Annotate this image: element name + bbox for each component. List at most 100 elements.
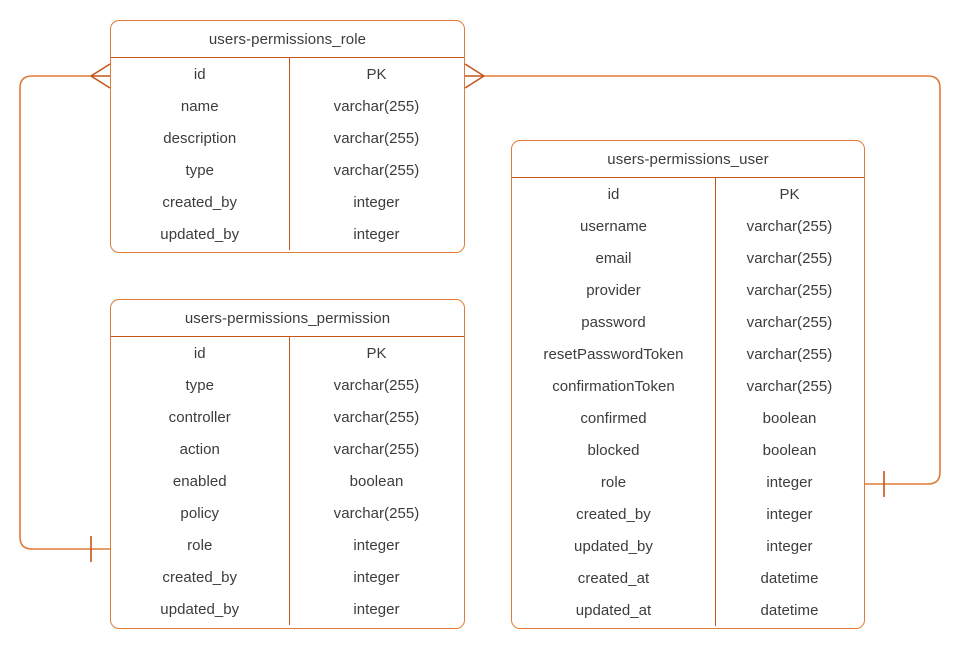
table-row: role integer [512, 466, 864, 498]
field-name: id [607, 185, 620, 203]
field-type: varchar(255) [746, 217, 833, 235]
field-type: integer [766, 537, 813, 555]
table-row: type varchar(255) [111, 154, 464, 186]
field-type: boolean [762, 409, 817, 427]
field-type: varchar(255) [333, 97, 420, 115]
field-type: PK [366, 344, 387, 362]
field-name: provider [586, 281, 641, 299]
relationship-user-to-role[interactable] [464, 63, 941, 497]
table-row: provider varchar(255) [512, 274, 864, 306]
entity-body-user: id PK username varchar(255) email varcha… [512, 178, 864, 626]
field-name: created_by [576, 505, 651, 523]
field-name: action [179, 440, 220, 458]
table-row: name varchar(255) [111, 90, 464, 122]
field-name: email [595, 249, 632, 267]
table-row: id PK [111, 337, 464, 369]
field-type: varchar(255) [333, 376, 420, 394]
table-row: updated_by integer [512, 530, 864, 562]
field-type: varchar(255) [333, 440, 420, 458]
field-name: role [187, 536, 213, 554]
table-row: updated_by integer [111, 593, 464, 625]
entity-title-role: users-permissions_role [111, 21, 464, 58]
field-type: datetime [760, 601, 819, 619]
entity-table-role[interactable]: users-permissions_role id PK name varcha… [110, 20, 465, 253]
field-type: integer [353, 600, 400, 618]
field-name: id [193, 65, 206, 83]
table-row: id PK [512, 178, 864, 210]
connector-line-permission-role [19, 75, 110, 550]
field-type: integer [766, 473, 813, 491]
table-row: description varchar(255) [111, 122, 464, 154]
table-row: password varchar(255) [512, 306, 864, 338]
table-row: updated_at datetime [512, 594, 864, 626]
field-type: boolean [762, 441, 817, 459]
table-row: policy varchar(255) [111, 497, 464, 529]
field-type: varchar(255) [333, 504, 420, 522]
table-row: created_at datetime [512, 562, 864, 594]
table-row: created_by integer [111, 561, 464, 593]
table-row: email varchar(255) [512, 242, 864, 274]
entity-table-user[interactable]: users-permissions_user id PK username va… [511, 140, 865, 629]
field-type: varchar(255) [746, 345, 833, 363]
table-row: created_by integer [512, 498, 864, 530]
entity-title-permission: users-permissions_permission [111, 300, 464, 337]
field-type: integer [766, 505, 813, 523]
field-type: integer [353, 225, 400, 243]
field-name: name [180, 97, 219, 115]
connector-line-user-role [484, 75, 941, 485]
table-row: created_by integer [111, 186, 464, 218]
table-row: username varchar(255) [512, 210, 864, 242]
field-type: integer [353, 536, 400, 554]
table-row: confirmationToken varchar(255) [512, 370, 864, 402]
field-type: varchar(255) [746, 249, 833, 267]
field-type: varchar(255) [333, 161, 420, 179]
field-name: blocked [587, 441, 640, 459]
field-name: created_by [162, 568, 238, 586]
field-type: boolean [349, 472, 404, 490]
field-name: confirmed [580, 409, 647, 427]
entity-table-permission[interactable]: users-permissions_permission id PK type … [110, 299, 465, 629]
crowsfoot-many-role-right [464, 63, 485, 89]
field-name: updated_at [575, 601, 652, 619]
entity-body-permission: id PK type varchar(255) controller varch… [111, 337, 464, 625]
field-name: description [163, 129, 237, 147]
field-type: varchar(255) [746, 281, 833, 299]
crowsfoot-many-role-left [90, 63, 111, 89]
field-name: resetPasswordToken [543, 345, 684, 363]
field-name: controller [168, 408, 231, 426]
field-name: updated_by [160, 225, 240, 243]
relationship-permission-to-role[interactable] [19, 63, 111, 562]
table-row: controller varchar(255) [111, 401, 464, 433]
table-row: updated_by integer [111, 218, 464, 250]
field-name: username [579, 217, 648, 235]
field-type: varchar(255) [746, 377, 833, 395]
table-row: role integer [111, 529, 464, 561]
field-name: created_at [577, 569, 650, 587]
field-name: type [185, 161, 215, 179]
field-name: enabled [172, 472, 227, 490]
table-row: action varchar(255) [111, 433, 464, 465]
table-row: confirmed boolean [512, 402, 864, 434]
field-name: role [600, 473, 627, 491]
field-type: integer [353, 568, 400, 586]
table-row: type varchar(255) [111, 369, 464, 401]
field-type: datetime [760, 569, 819, 587]
table-row: blocked boolean [512, 434, 864, 466]
field-name: updated_by [160, 600, 240, 618]
field-name: type [185, 376, 215, 394]
field-name: policy [180, 504, 220, 522]
table-row: id PK [111, 58, 464, 90]
field-type: integer [353, 193, 400, 211]
field-type: varchar(255) [746, 313, 833, 331]
table-row: resetPasswordToken varchar(255) [512, 338, 864, 370]
field-name: confirmationToken [552, 377, 675, 395]
entity-title-user: users-permissions_user [512, 141, 864, 178]
field-name: created_by [162, 193, 238, 211]
entity-body-role: id PK name varchar(255) description varc… [111, 58, 464, 250]
field-type: varchar(255) [333, 129, 420, 147]
field-type: varchar(255) [333, 408, 420, 426]
field-type: PK [779, 185, 800, 203]
field-type: PK [366, 65, 387, 83]
